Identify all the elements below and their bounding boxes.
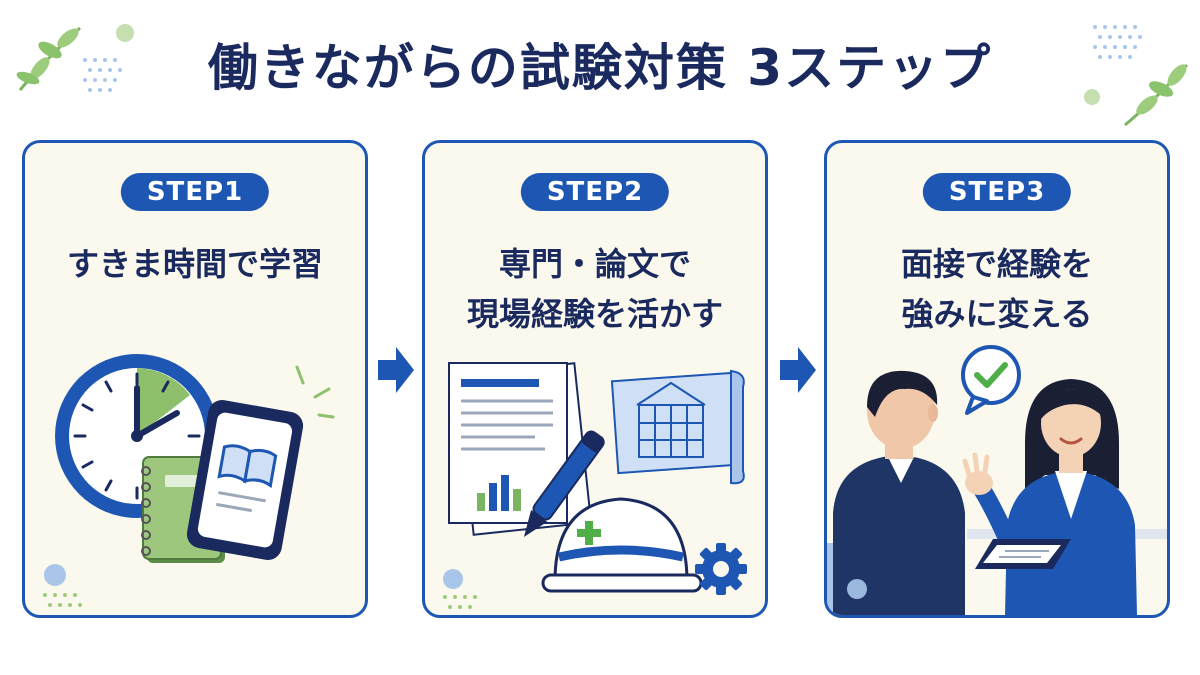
applicant-icon (962, 379, 1137, 615)
dot-pattern-right (1093, 25, 1142, 59)
blueprint-icon (610, 369, 745, 485)
step-illustration (43, 354, 335, 607)
smartphone-icon (186, 400, 304, 560)
document-icon (448, 362, 593, 536)
step-heading: 面接で経験を 強みに変える (900, 245, 1093, 333)
leaf-decoration-left (16, 26, 82, 91)
arrow-right-icon (378, 347, 414, 393)
gear-icon (695, 543, 747, 595)
dot-pattern-left (83, 58, 122, 92)
interviewer-icon (833, 370, 965, 615)
circle-decoration-right (1084, 89, 1100, 105)
tablet-icon (975, 539, 1071, 569)
step-heading: 専門・論文で 現場経験を活かす (466, 245, 723, 333)
step-heading: すきま時間で学習 (66, 245, 323, 283)
step-illustration (443, 362, 747, 609)
hard-hat-icon (541, 497, 703, 593)
step-badge: STEP2 (520, 173, 670, 211)
checkmark-bubble-icon (961, 345, 1021, 415)
step-badge: STEP3 (922, 173, 1072, 211)
step-card-3: STEP3 面接で経験を 強みに変える (824, 140, 1170, 618)
step-card-2: STEP2 専門・論文で 現場経験を活かす (422, 140, 768, 618)
arrow-right-icon (780, 347, 816, 393)
bar-chart-icon (477, 475, 521, 511)
leaf-decoration-right (1124, 63, 1189, 127)
page-title: 働きながらの試験対策 3ステップ (207, 39, 993, 97)
step-illustration (827, 345, 1167, 615)
circle-decoration-left (116, 24, 134, 42)
step-badge: STEP1 (120, 173, 270, 211)
pen-icon (523, 430, 605, 537)
step-card-1: STEP1 すきま時間で学習 (22, 140, 368, 618)
open-book-icon (216, 444, 278, 513)
